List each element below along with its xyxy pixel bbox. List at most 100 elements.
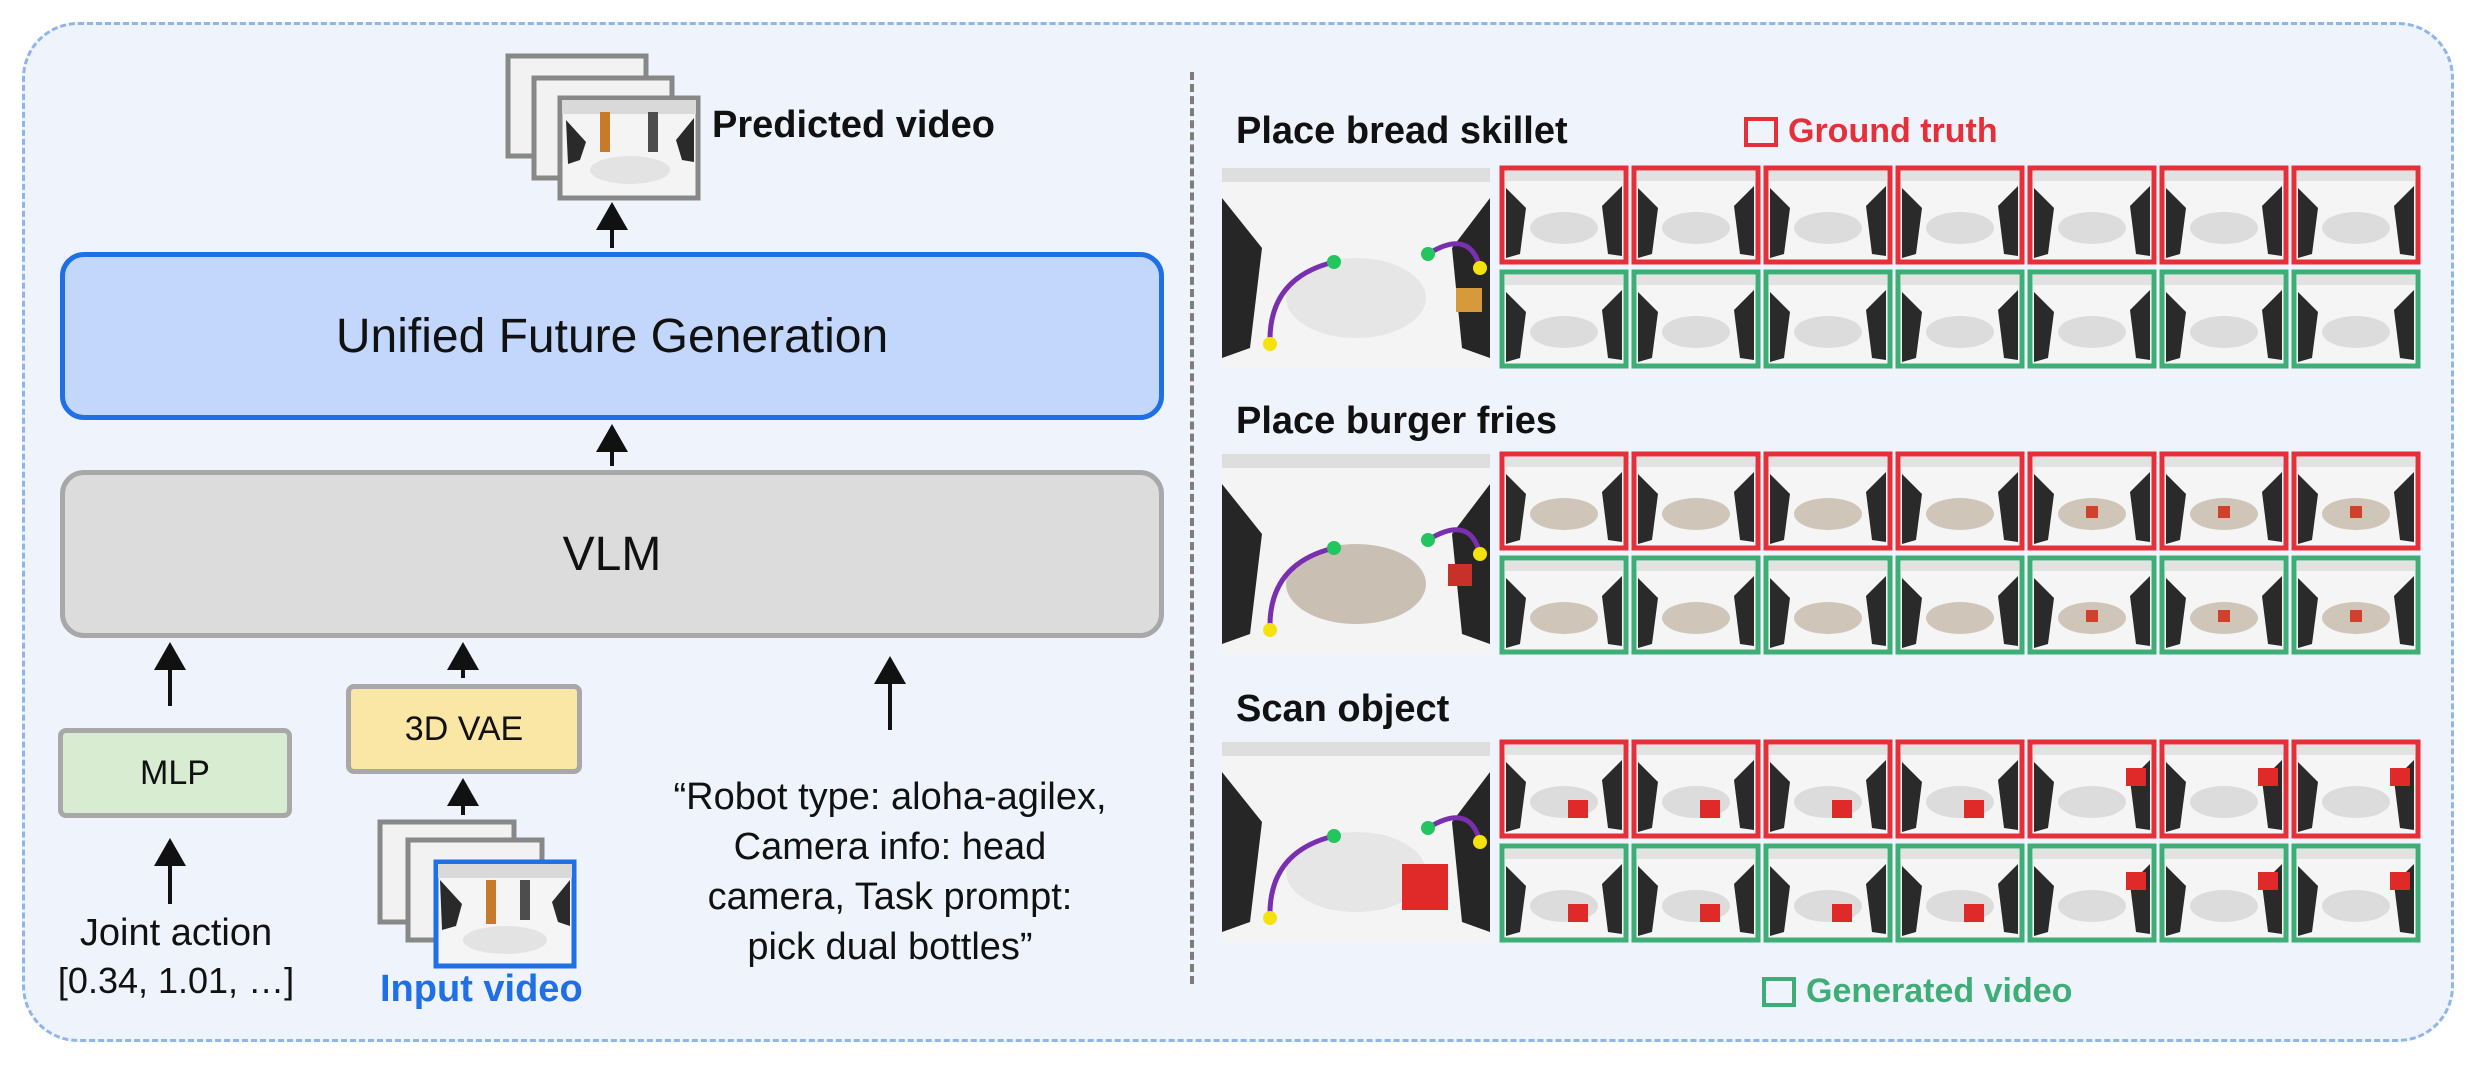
frame-right-gripper (1866, 864, 1886, 934)
frame-left-gripper (2034, 474, 2054, 544)
text-prompt-line: camera, Task prompt: (707, 876, 1073, 918)
frame-wall (1769, 457, 1887, 467)
frame-table-object (2058, 212, 2126, 244)
frame-table-object (1926, 212, 1994, 244)
frame-red-cube (1700, 800, 1720, 818)
frame-right-gripper (1734, 472, 1754, 542)
frame-right-gripper (1998, 472, 2018, 542)
frame-wall (1637, 171, 1755, 181)
frame-left-gripper (1770, 188, 1790, 258)
frame-fries-box (2350, 610, 2362, 622)
frame-table-object (1530, 212, 1598, 244)
frame-left-gripper (2034, 578, 2054, 648)
trajectory-start-dot (1421, 247, 1435, 261)
trajectory-end-dot (1473, 547, 1487, 561)
frame-right-gripper (2130, 186, 2150, 256)
frame-right-gripper (2262, 186, 2282, 256)
frame-red-cube (2258, 872, 2278, 890)
trajectory-right (1426, 241, 1483, 269)
frame-left-gripper (1506, 866, 1526, 936)
task-rows (1222, 165, 2421, 943)
scene-wall (1222, 454, 1490, 468)
frame-wall (1505, 171, 1623, 181)
trajectory-end-dot (1263, 623, 1277, 637)
frame-table-object (2322, 212, 2390, 244)
predicted-video-label: Predicted video (712, 104, 995, 146)
frame-left-gripper (1638, 866, 1658, 936)
legend-generated-swatch (1762, 976, 1796, 1007)
frame-wall (1637, 849, 1755, 859)
frame-wall (2165, 171, 2283, 181)
frame-wall (2297, 561, 2415, 571)
frame-table-object (1794, 498, 1862, 530)
frame-right-gripper (2394, 186, 2414, 256)
trajectory-left (1267, 833, 1335, 919)
frame-wall (2165, 561, 2283, 571)
frame-red-cube (1964, 904, 1984, 922)
task-title-place-bread-skillet: Place bread skillet (1236, 110, 1568, 152)
frame-left-gripper (1506, 292, 1526, 362)
frame-left-gripper (2298, 762, 2318, 832)
frame-right-gripper (1866, 760, 1886, 830)
frame-table-object (1530, 602, 1598, 634)
frame-wall (2033, 561, 2151, 571)
frame-table-object (2190, 786, 2258, 818)
scene-table-object (1286, 832, 1426, 912)
frame-right-gripper (1866, 186, 1886, 256)
frame-left-gripper (1770, 578, 1790, 648)
frame-left-gripper (1902, 188, 1922, 258)
frame-table-object (1662, 602, 1730, 634)
joint-action-values: [0.34, 1.01, …] (57, 960, 295, 1001)
frame-left-gripper (2034, 188, 2054, 258)
frame-wall (2165, 275, 2283, 285)
frame-red-cube (2126, 872, 2146, 890)
legend-ground-truth-swatch (1744, 116, 1778, 147)
scene-fries-box (1448, 564, 1472, 586)
frame-red-cube (2258, 768, 2278, 786)
frame-left-gripper (2166, 578, 2186, 648)
frame-right-gripper (1734, 186, 1754, 256)
frame-left-gripper (1638, 188, 1658, 258)
frame-right-gripper (1602, 290, 1622, 360)
frame-table-object (2322, 890, 2390, 922)
frame-wall (1637, 561, 1755, 571)
frame-left-gripper (2298, 188, 2318, 258)
frame-fries-box (2218, 506, 2230, 518)
text-prompt-line: pick dual bottles” (747, 926, 1033, 968)
frame-table-object (1662, 212, 1730, 244)
legend-generated-video: Generated video (1762, 972, 2072, 1011)
frame-right-gripper (1602, 760, 1622, 830)
trajectory-right (1426, 527, 1483, 555)
frame-wall (2165, 849, 2283, 859)
frame-left-gripper (1902, 578, 1922, 648)
trajectory-start-dot (1421, 533, 1435, 547)
frame-table-object (1530, 498, 1598, 530)
frame-wall (1769, 561, 1887, 571)
frame-table-object (1926, 316, 1994, 348)
frame-wall (1769, 849, 1887, 859)
frame-wall (2297, 745, 2415, 755)
frame-right-gripper (2130, 472, 2150, 542)
frame-wall (1505, 745, 1623, 755)
frame-left-gripper (1638, 292, 1658, 362)
frame-right-gripper (2394, 472, 2414, 542)
scene-left-gripper (1222, 198, 1262, 358)
scene-wall (1222, 168, 1490, 182)
frame-left-gripper (2166, 188, 2186, 258)
frame-left-gripper (2034, 866, 2054, 936)
scene-table-object (1286, 258, 1426, 338)
scene-red-cube (1402, 864, 1448, 910)
task-title-place-burger-fries: Place burger fries (1236, 400, 1558, 442)
frame-left-gripper (1770, 474, 1790, 544)
frame-table-object (2322, 316, 2390, 348)
frame-right-gripper (2130, 290, 2150, 360)
frame-left-gripper (1506, 762, 1526, 832)
frame-left-gripper (1770, 762, 1790, 832)
frame-left-gripper (1638, 578, 1658, 648)
trajectory-start-dot (1327, 541, 1341, 555)
scene-right-gripper (1452, 772, 1490, 932)
frame-wall (1769, 275, 1887, 285)
frame-red-cube (1832, 904, 1852, 922)
panel-divider (1190, 72, 1194, 984)
frame-wall (2297, 849, 2415, 859)
